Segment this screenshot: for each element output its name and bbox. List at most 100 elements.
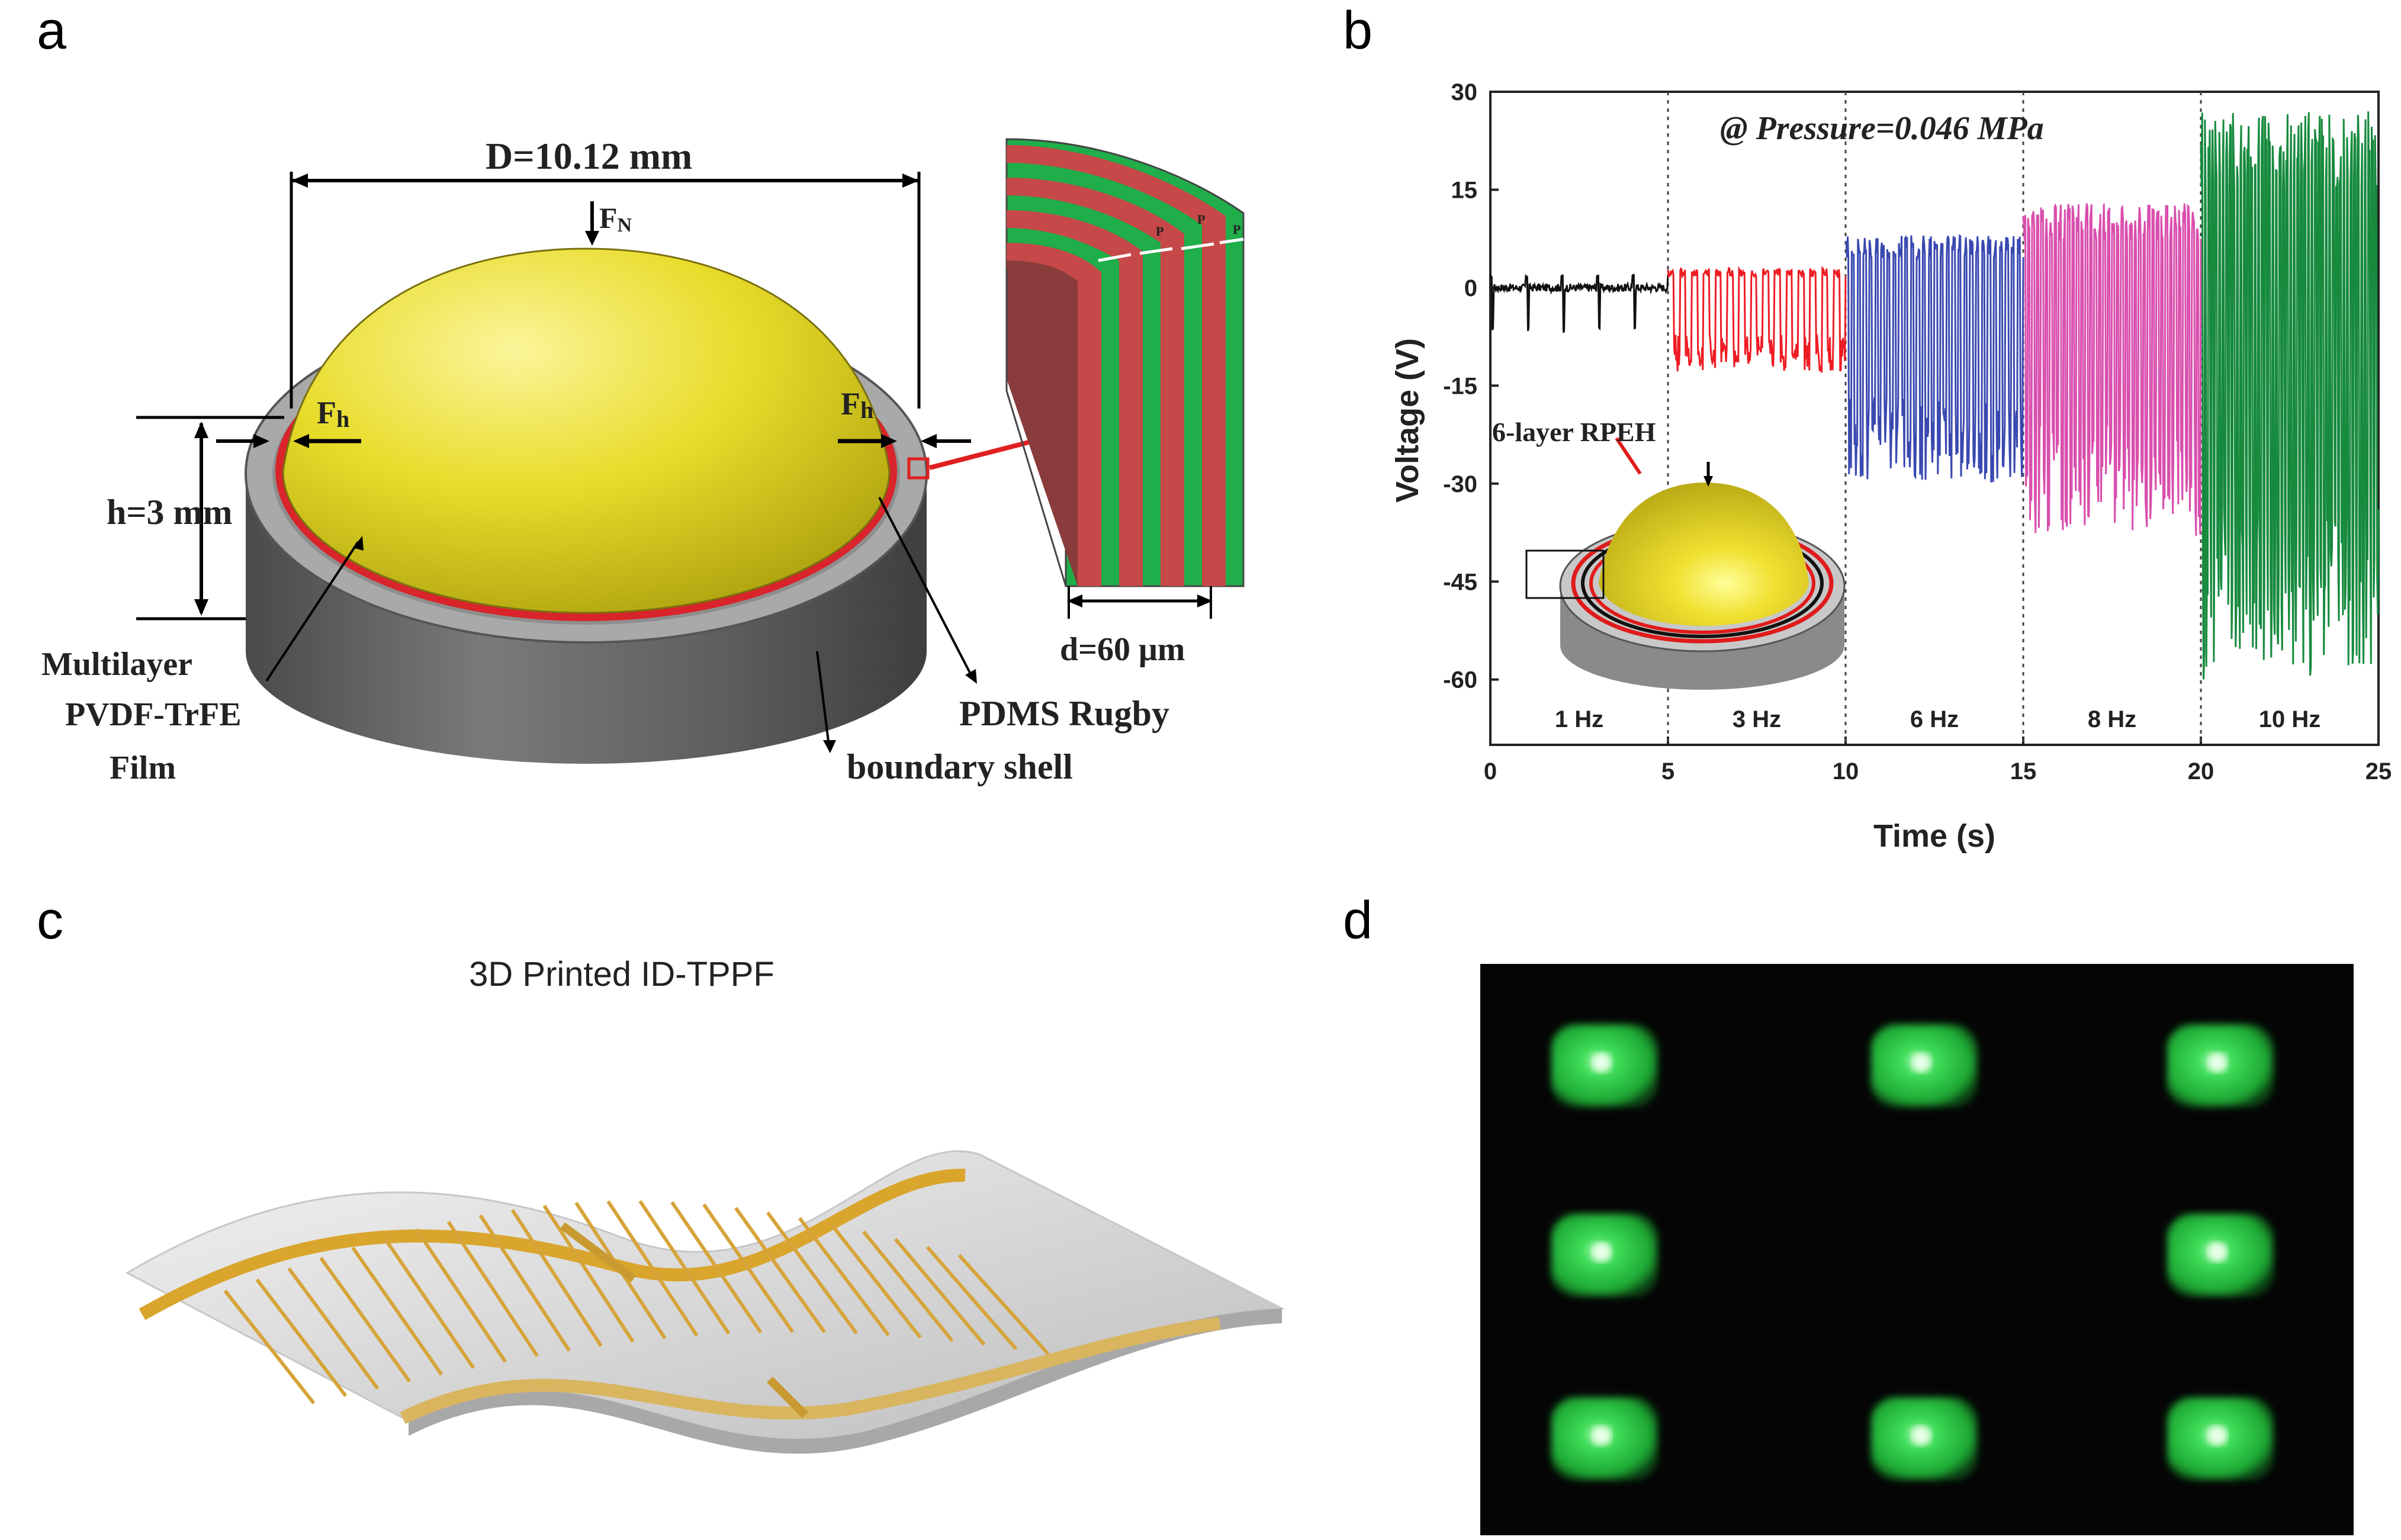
layer-label-p: P (1197, 212, 1205, 227)
panel-label-b: b (1343, 1, 1373, 60)
film-label-line3: Film (110, 750, 176, 786)
led-highlight (1912, 1426, 1931, 1445)
finger-electrode (542, 1204, 635, 1343)
arrowhead (881, 434, 897, 448)
segment-label: 3 Hz (1733, 706, 1781, 732)
led-highlight (2208, 1426, 2227, 1445)
shell-label-line2: boundary shell (847, 747, 1073, 786)
shell-label-line1: PDMS Rugby (959, 694, 1169, 733)
plot-frame (1489, 91, 2380, 746)
film-underside (409, 1308, 1282, 1454)
panel-c-title: 3D Printed ID-TPPF (469, 955, 774, 994)
arrowhead (194, 422, 208, 438)
y-tick-label: -45 (1443, 569, 1477, 595)
panel-label-d: d (1343, 891, 1373, 950)
led-grid (1551, 1024, 2274, 1480)
x-tick-label: 20 (2188, 758, 2214, 785)
leader-shell-body (816, 651, 830, 747)
zoom-arrow (929, 439, 1034, 470)
inset-label: 6-layer RPEH (1492, 417, 1656, 447)
finger-electrode (287, 1267, 380, 1390)
finger-electrode (893, 1237, 986, 1346)
layer-label-p: P (1233, 222, 1240, 237)
arrowhead (291, 173, 308, 188)
film-label-line2: PVDF-TrFE (65, 696, 242, 733)
dimension-d-label: D=10.12 mm (486, 135, 692, 177)
finger-electrode (446, 1221, 539, 1357)
series-line (1667, 266, 1847, 373)
panel-a-illustration: D=10.12 mm FN h=3 mm Fh Fh (41, 135, 1245, 786)
segment-label: 1 Hz (1555, 706, 1603, 732)
chart-annotation: @ Pressure=0.046 MPa (1720, 110, 2044, 147)
dimension-h-label: h=3 mm (107, 493, 233, 532)
led-highlight (1592, 1053, 1611, 1072)
layer-zoom-inset: P P P (1005, 138, 1245, 587)
led-highlight (1912, 1053, 1931, 1072)
layer-label-p: P (1156, 224, 1163, 239)
finger-electrode (830, 1223, 922, 1339)
finger-electrode (255, 1278, 348, 1397)
arrowhead (1197, 594, 1213, 607)
arrowhead (253, 434, 269, 448)
finger-electrode (798, 1217, 890, 1336)
film-label-line1: Multilayer (41, 646, 192, 683)
force-h-right-label: Fh (841, 386, 873, 423)
finger-electrode (319, 1256, 412, 1383)
finger-electrode (766, 1211, 858, 1335)
series-line (2022, 203, 2202, 536)
cable (560, 1222, 637, 1282)
x-tick-label: 10 (1833, 758, 1859, 785)
arrowhead (353, 536, 364, 551)
leader-shell-top (878, 497, 972, 676)
x-tick-label: 5 (1661, 758, 1674, 785)
dimension-t-label: d=60 μm (1060, 631, 1185, 668)
finger-electrode (351, 1246, 443, 1376)
arrowhead (823, 740, 836, 753)
zoom-box (907, 457, 930, 480)
y-tick-label: -15 (1443, 373, 1477, 399)
led-highlight (1592, 1243, 1611, 1262)
panel-c-illustration: 3D Printed ID-TPPF (125, 955, 1285, 1454)
force-h-left-label: Fh (317, 395, 349, 432)
finger-electrode (383, 1237, 475, 1369)
led-highlight (2208, 1053, 2227, 1072)
x-tick-label: 25 (2365, 758, 2392, 785)
led-highlight (1592, 1426, 1611, 1445)
y-axis-title: Voltage (V) (1390, 338, 1425, 503)
segment-label: 8 Hz (2088, 706, 2136, 732)
finger-electrode (670, 1201, 763, 1334)
finger-electrode (223, 1290, 316, 1404)
leader-film (265, 541, 359, 682)
segment-label: 10 Hz (2259, 706, 2321, 732)
y-tick-label: -60 (1443, 667, 1477, 693)
y-tick-label: -30 (1443, 471, 1477, 497)
finger-electrode (734, 1207, 827, 1333)
panel-d-led-array (1480, 964, 2354, 1535)
led-highlight (2208, 1243, 2227, 1262)
series-line (1489, 274, 1669, 333)
arrowhead (902, 173, 919, 188)
y-tick-label: 0 (1464, 275, 1477, 301)
series-line (1845, 234, 2024, 483)
bus-bar-bottom (400, 1317, 1221, 1424)
y-tick-label: 30 (1451, 79, 1478, 105)
x-tick-label: 0 (1484, 758, 1497, 785)
finger-electrode (702, 1203, 795, 1333)
arrowhead (293, 434, 309, 448)
finger-electrode (957, 1253, 1050, 1355)
finger-electrode (510, 1208, 603, 1347)
x-tick-label: 15 (2010, 758, 2037, 785)
finger-electrode (638, 1200, 731, 1335)
series-line (2200, 111, 2380, 680)
arrowhead (1067, 594, 1082, 607)
force-normal-label: FN (599, 201, 632, 236)
arrowhead (965, 669, 977, 684)
segment-label: 6 Hz (1910, 706, 1959, 732)
cable (767, 1377, 808, 1418)
panel-label-a: a (37, 1, 67, 60)
finger-electrode (478, 1214, 571, 1352)
chart-inset-device: 6-layer RPEH (1492, 417, 1846, 690)
